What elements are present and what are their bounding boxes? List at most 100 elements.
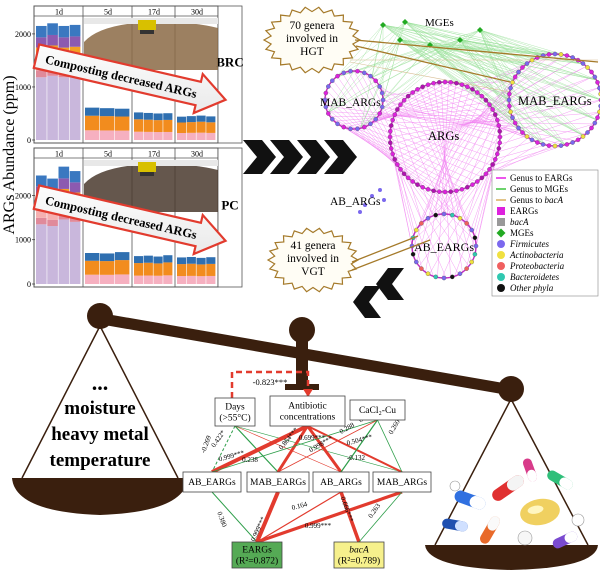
legend-square: [497, 218, 505, 226]
bar-segment: [177, 257, 187, 265]
network-node: [420, 84, 425, 90]
bar-segment: [115, 130, 130, 140]
day-label: 17d: [148, 8, 160, 17]
bar-segment: [36, 37, 47, 48]
bar-segment: [134, 256, 144, 264]
network-node: [388, 140, 393, 145]
tick-label: 2000: [15, 191, 31, 200]
sem-node-eargs: [231, 541, 283, 569]
network-node: [441, 211, 447, 217]
network-node: [348, 126, 353, 132]
left-pan: [12, 478, 188, 515]
network-node: [564, 53, 570, 58]
network-node: [348, 68, 353, 74]
network-node: [425, 216, 431, 221]
network-node: [326, 84, 331, 89]
args-ring: [387, 79, 503, 195]
legend-dot: [497, 240, 505, 248]
network-node: [322, 97, 328, 103]
sem-node-label: (>55°C): [219, 413, 250, 424]
network-node: [326, 111, 331, 116]
network-node: [479, 93, 485, 99]
network-node: [592, 74, 598, 80]
path-arrow: [211, 491, 258, 543]
bar-segment: [58, 37, 70, 48]
network-node: [410, 90, 415, 95]
callout-line: HGT: [300, 46, 324, 58]
legend-diamond: [496, 228, 506, 238]
bar-segment: [163, 131, 173, 140]
sem-node-baca: [333, 541, 385, 569]
network-node: [380, 97, 386, 103]
sem-node-label: CaCl₂-Cu: [359, 406, 396, 416]
network-node: [524, 61, 530, 66]
path-arrow: [255, 491, 280, 543]
bar-segment: [163, 113, 173, 120]
bar-segment: [115, 108, 130, 117]
network-node: [546, 52, 552, 57]
network-node: [459, 82, 465, 87]
bar-segment: [186, 116, 196, 123]
legend-label: Firmicutes: [509, 239, 549, 249]
network-node: [589, 125, 594, 131]
network-node: [589, 69, 594, 75]
network-node: [469, 227, 474, 233]
coef-label: -0.132: [347, 454, 366, 462]
network-node: [564, 142, 570, 147]
network-node: [575, 137, 581, 143]
bar-segment: [85, 130, 100, 140]
balance-scale: ... moisture heavy metal temperature: [12, 303, 598, 570]
callout-burst: [266, 227, 360, 293]
callout-line: 70 genera: [289, 20, 334, 32]
network-node: [401, 97, 407, 103]
network-node: [341, 70, 346, 76]
bar-segment: [186, 132, 196, 140]
sem-node-mabE: [246, 471, 310, 493]
bar-segment: [177, 264, 187, 277]
bar-segment: [36, 210, 47, 218]
network-node: [487, 102, 492, 107]
tick-label: 1000: [15, 236, 31, 245]
node-label-mab-eargs: MAB_EARGs: [518, 94, 592, 108]
sem-node-label: concentrations: [280, 413, 336, 423]
network-node: [395, 162, 400, 167]
network-node: [373, 78, 378, 84]
mab-args-ring: [322, 68, 386, 132]
bar-segment: [196, 115, 206, 122]
ab-eargs-ring: [409, 211, 479, 281]
mge-node: [402, 19, 408, 25]
antibiotic-pills-illustration: [442, 458, 585, 549]
beam-knob-right: [498, 376, 524, 402]
network-node: [492, 112, 498, 117]
network-node: [497, 140, 502, 145]
bar-segment: [100, 274, 115, 284]
bar-segment: [177, 116, 187, 123]
bar-segment: [36, 224, 47, 284]
network-node: [510, 80, 515, 85]
sem-node-label: MAB_EARGs: [250, 478, 306, 488]
path-arrow: [211, 424, 309, 474]
bar-segment: [134, 131, 144, 140]
bar-segment: [163, 255, 173, 263]
network-node: [507, 103, 512, 109]
network-node: [323, 104, 329, 110]
node-label-args: ARGs: [428, 129, 459, 143]
bar-segment: [186, 256, 196, 264]
sem-node-label: EARGs: [242, 546, 272, 556]
sem-node-abA: [312, 471, 370, 493]
network-node: [387, 134, 393, 140]
network-node: [368, 121, 373, 127]
day-label: 1d: [55, 8, 63, 17]
network-node: [496, 146, 502, 151]
network-node: [433, 212, 438, 218]
legend-label: Other phyla: [510, 283, 554, 293]
day-label: 5d: [104, 150, 112, 159]
network-node: [490, 162, 495, 167]
network-node: [410, 179, 415, 184]
network-node: [437, 80, 442, 85]
bar-segment: [186, 263, 196, 276]
ab-args-node: [378, 188, 382, 192]
